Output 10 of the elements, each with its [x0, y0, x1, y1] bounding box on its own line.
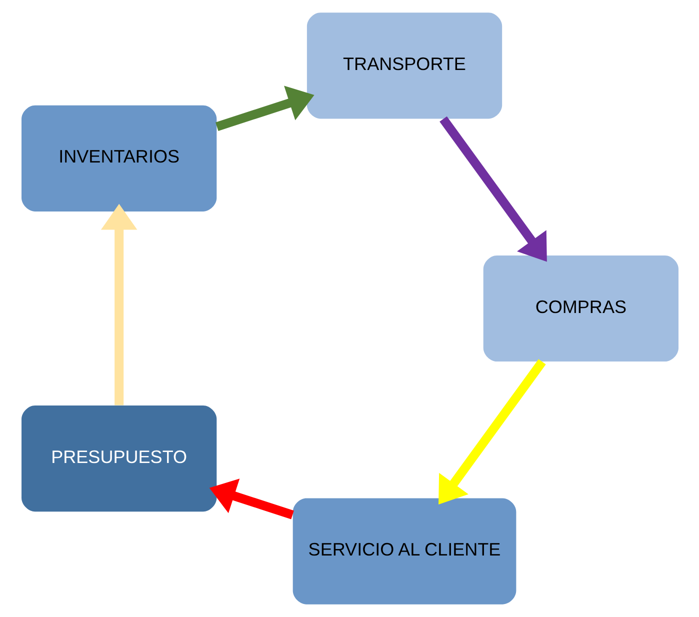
node-box: PRESUPUESTO — [21, 406, 216, 512]
arrow — [100, 204, 137, 406]
arrow — [208, 478, 294, 520]
node-box: TRANSPORTE — [306, 12, 502, 119]
arrow — [439, 116, 546, 262]
arrow — [215, 86, 314, 131]
node-box: INVENTARIOS — [21, 105, 216, 212]
arrow — [438, 359, 546, 504]
node-box: COMPRAS — [482, 255, 678, 362]
node-box: SERVICIO AL CLIENTE — [292, 498, 516, 604]
